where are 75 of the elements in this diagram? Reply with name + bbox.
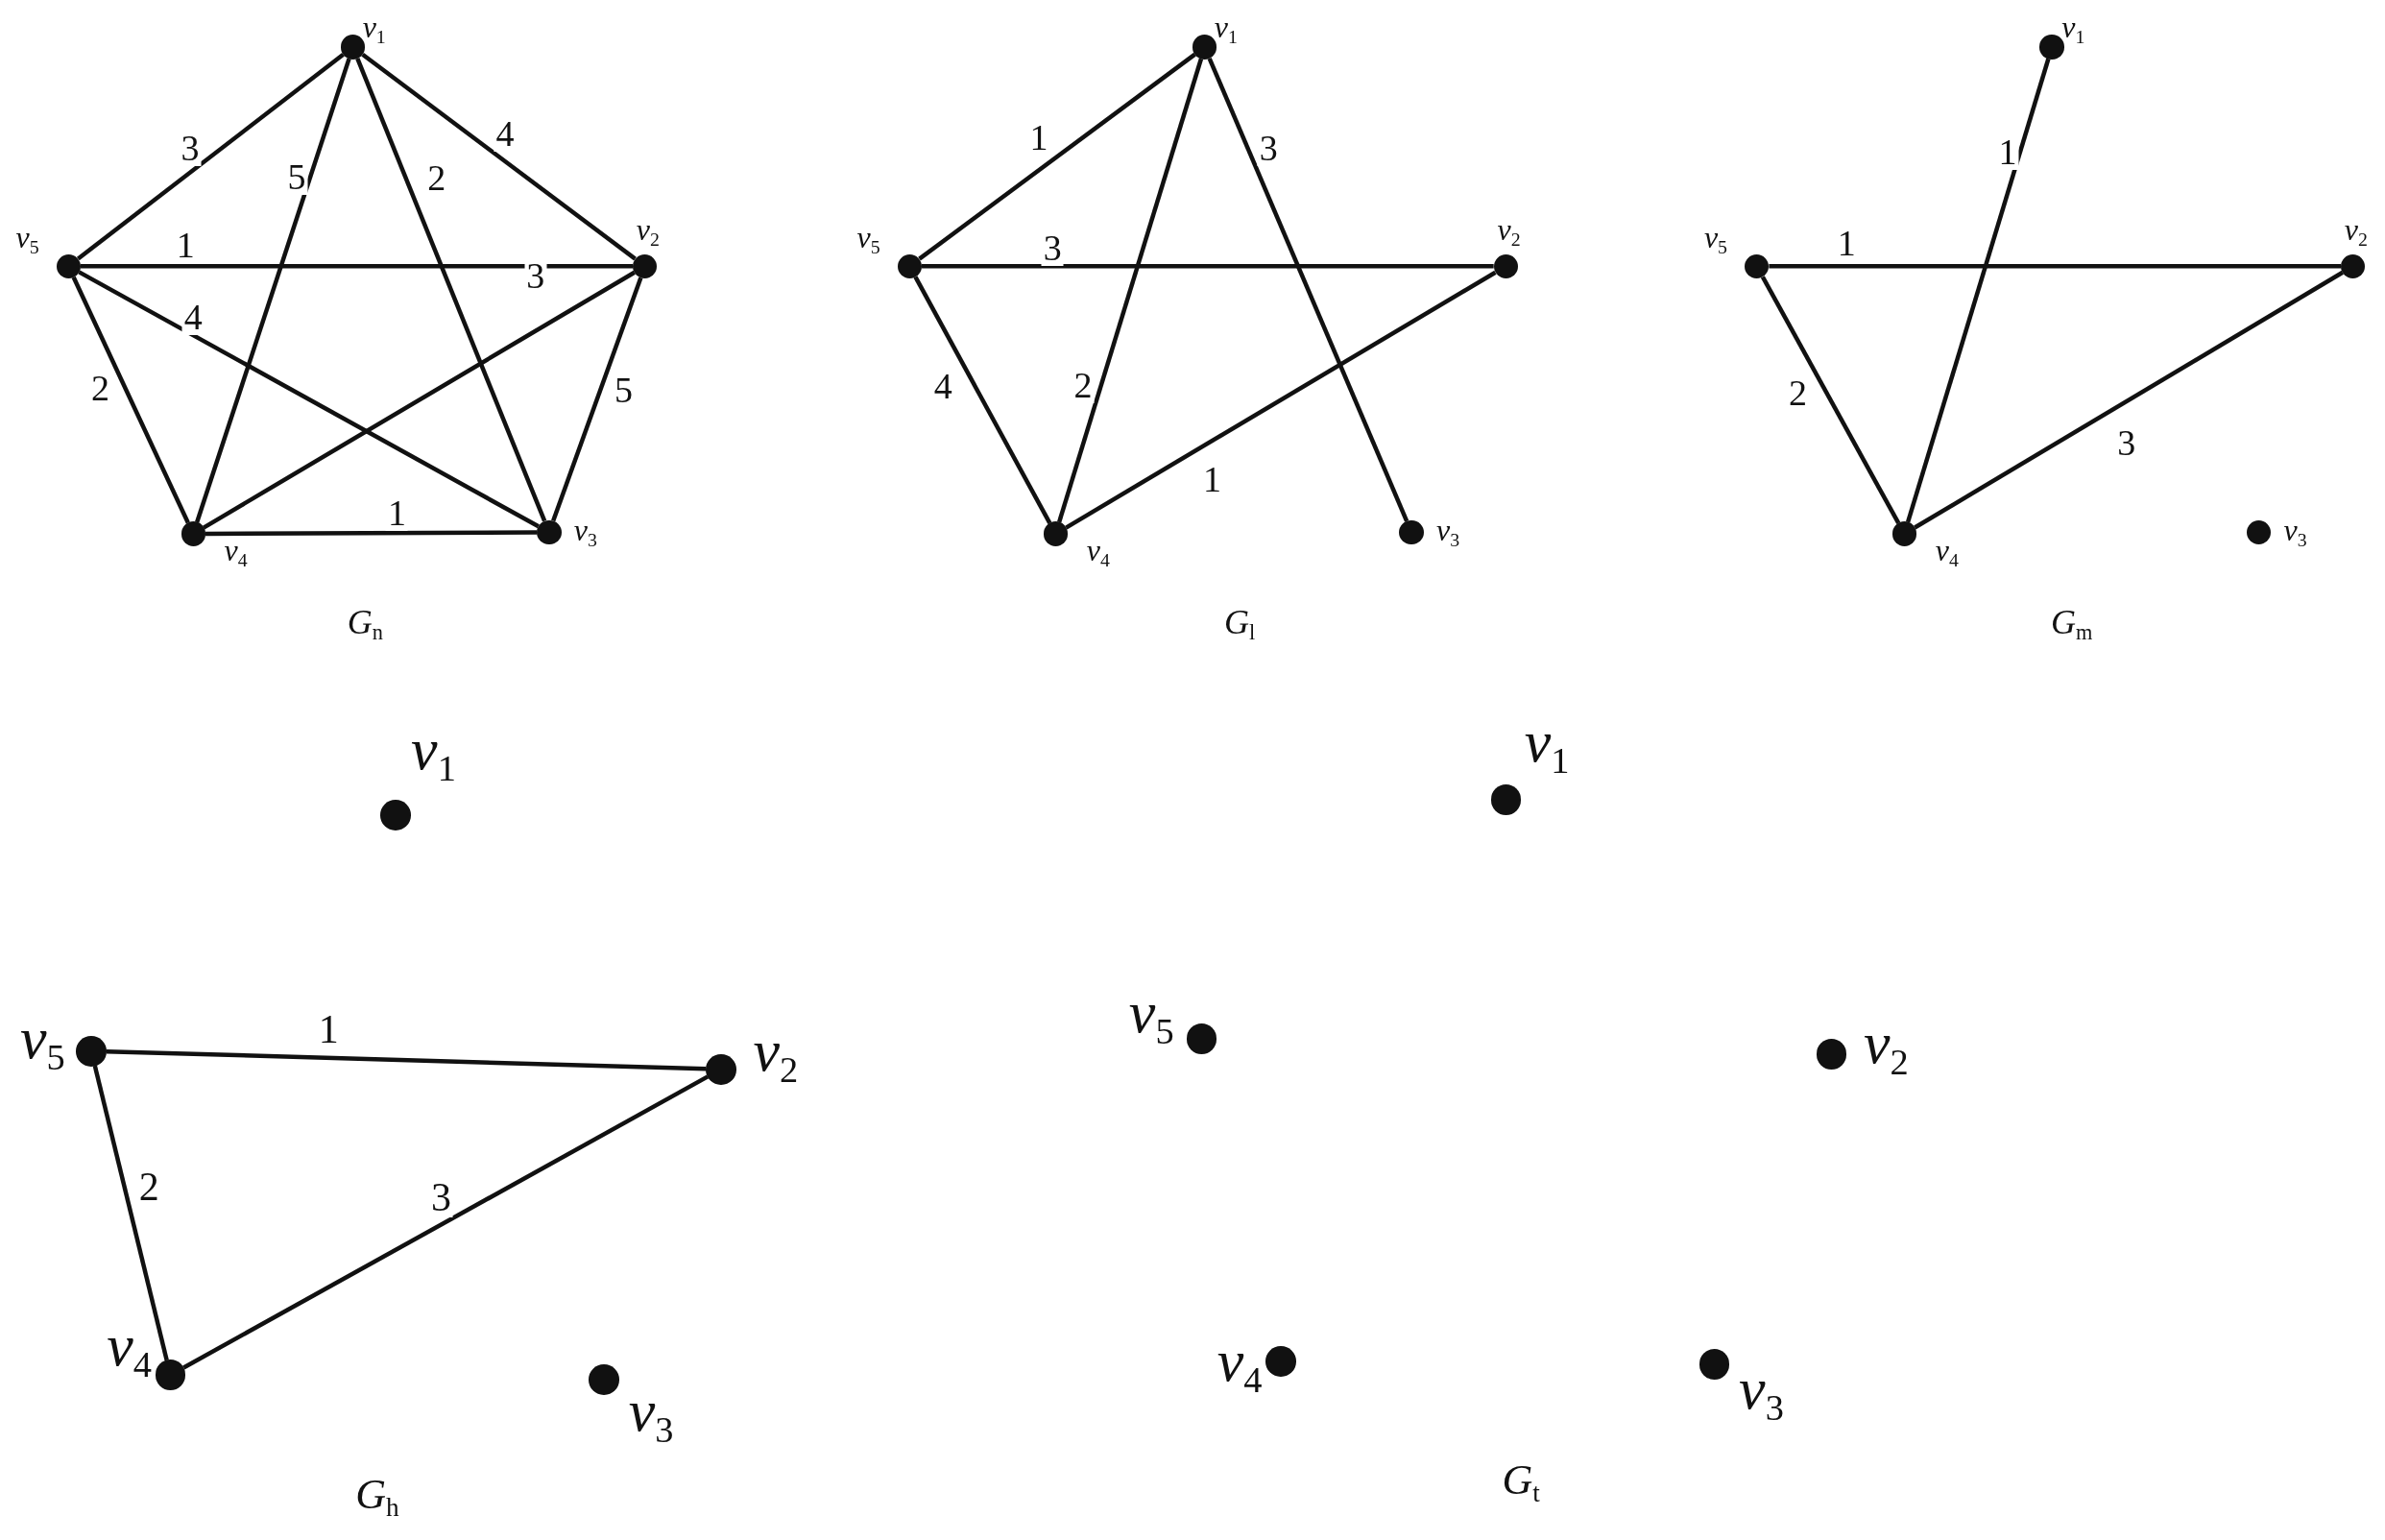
vertex-dot [1490,784,1522,816]
vertex-dot [1745,253,1770,278]
vertex-dot [633,253,658,278]
graph-edge [355,58,547,522]
vertex-dot [1265,1346,1296,1377]
vertex-dot [1891,521,1917,546]
vertex-label: v$_{5}$ [1128,982,1174,1050]
vertex-label: v$_{2}$ [753,1020,799,1088]
vertex-dot [1399,519,1424,545]
graph-edge [922,264,1494,269]
vertex-dot [155,1360,186,1390]
vertex-label: v$_{5}$ [856,221,880,257]
vertex-label: v$_{1}$ [1214,11,1238,47]
vertex-label: v$_{4}$ [1086,534,1110,570]
vertex-label: v$_{3}$ [1436,515,1460,550]
vertex-dot [897,253,922,278]
graph-edge [195,58,351,523]
vertex-dot [1043,521,1069,546]
vertex-label: v$_{5}$ [1703,221,1727,257]
graph-caption: G$_{t}$ [1502,1458,1540,1507]
vertex-label: v$_{2}$ [636,213,660,250]
vertex-dot [56,253,81,278]
vertex-label: v$_{4}$ [107,1315,152,1384]
vertex-dot [380,800,411,830]
vertex-label: v$_{3}$ [628,1381,674,1449]
vertex-label: v$_{5}$ [19,1008,65,1076]
graph-edge [1760,276,1901,525]
vertex-label: v$_{1}$ [362,11,386,47]
vertex-label: v$_{1}$ [1524,711,1570,780]
vertex-dot [706,1053,736,1085]
vertex-label: v$_{4}$ [1935,534,1959,570]
vertex-label: v$_{3}$ [1739,1358,1784,1426]
vertex-label: v$_{4}$ [1217,1331,1263,1398]
graph-edge [1905,58,2051,523]
graph-caption: G$_{n}$ [347,604,383,643]
graph-edge [78,270,540,529]
graph-edge [913,276,1052,524]
graph-edge [1065,270,1497,530]
graph-edge [1914,270,2344,530]
vertex-label: v$_{4}$ [224,534,248,570]
graph-caption: G$_{l}$ [1224,604,1256,643]
vertex-label: v$_{3}$ [573,515,597,550]
vertex-dot [1816,1039,1847,1070]
vertex-label: v$_{5}$ [15,221,39,257]
vertex-dot [76,1035,107,1067]
vertex-dot [537,519,562,545]
graph-edge [71,276,190,524]
vertex-dot [1186,1023,1217,1054]
vertex-label: v$_{2}$ [1864,1012,1909,1080]
graph-edge [918,52,1196,261]
vertex-dot [1698,1349,1730,1380]
vertex-dot [1493,253,1518,278]
graph-edge [361,52,637,261]
graph-edge [80,264,633,269]
vertex-dot [2246,519,2272,545]
graph-edge [92,1065,169,1361]
vertex-label: v$_{1}$ [2061,11,2085,47]
vertex-dot [2341,253,2366,278]
vertex-label: v$_{1}$ [411,719,456,787]
vertex-label: v$_{2}$ [2344,213,2368,250]
vertex-label: v$_{3}$ [2283,515,2307,550]
graph-edge [182,1074,710,1370]
graph-edge [1207,57,1409,522]
graph-caption: G$_{m}$ [2051,604,2093,643]
graph-edge [205,530,538,537]
graph-caption: G$_{h}$ [355,1474,399,1523]
vertex-dot [589,1364,619,1395]
graph-edge [551,277,643,522]
graph-edge [76,53,345,261]
graph-edge [1769,264,2342,269]
graph-edge [202,270,636,530]
vertex-label: v$_{2}$ [1497,213,1521,250]
vertex-dot [181,521,205,546]
graph-edge [106,1048,707,1071]
graph-edge [1057,58,1204,523]
